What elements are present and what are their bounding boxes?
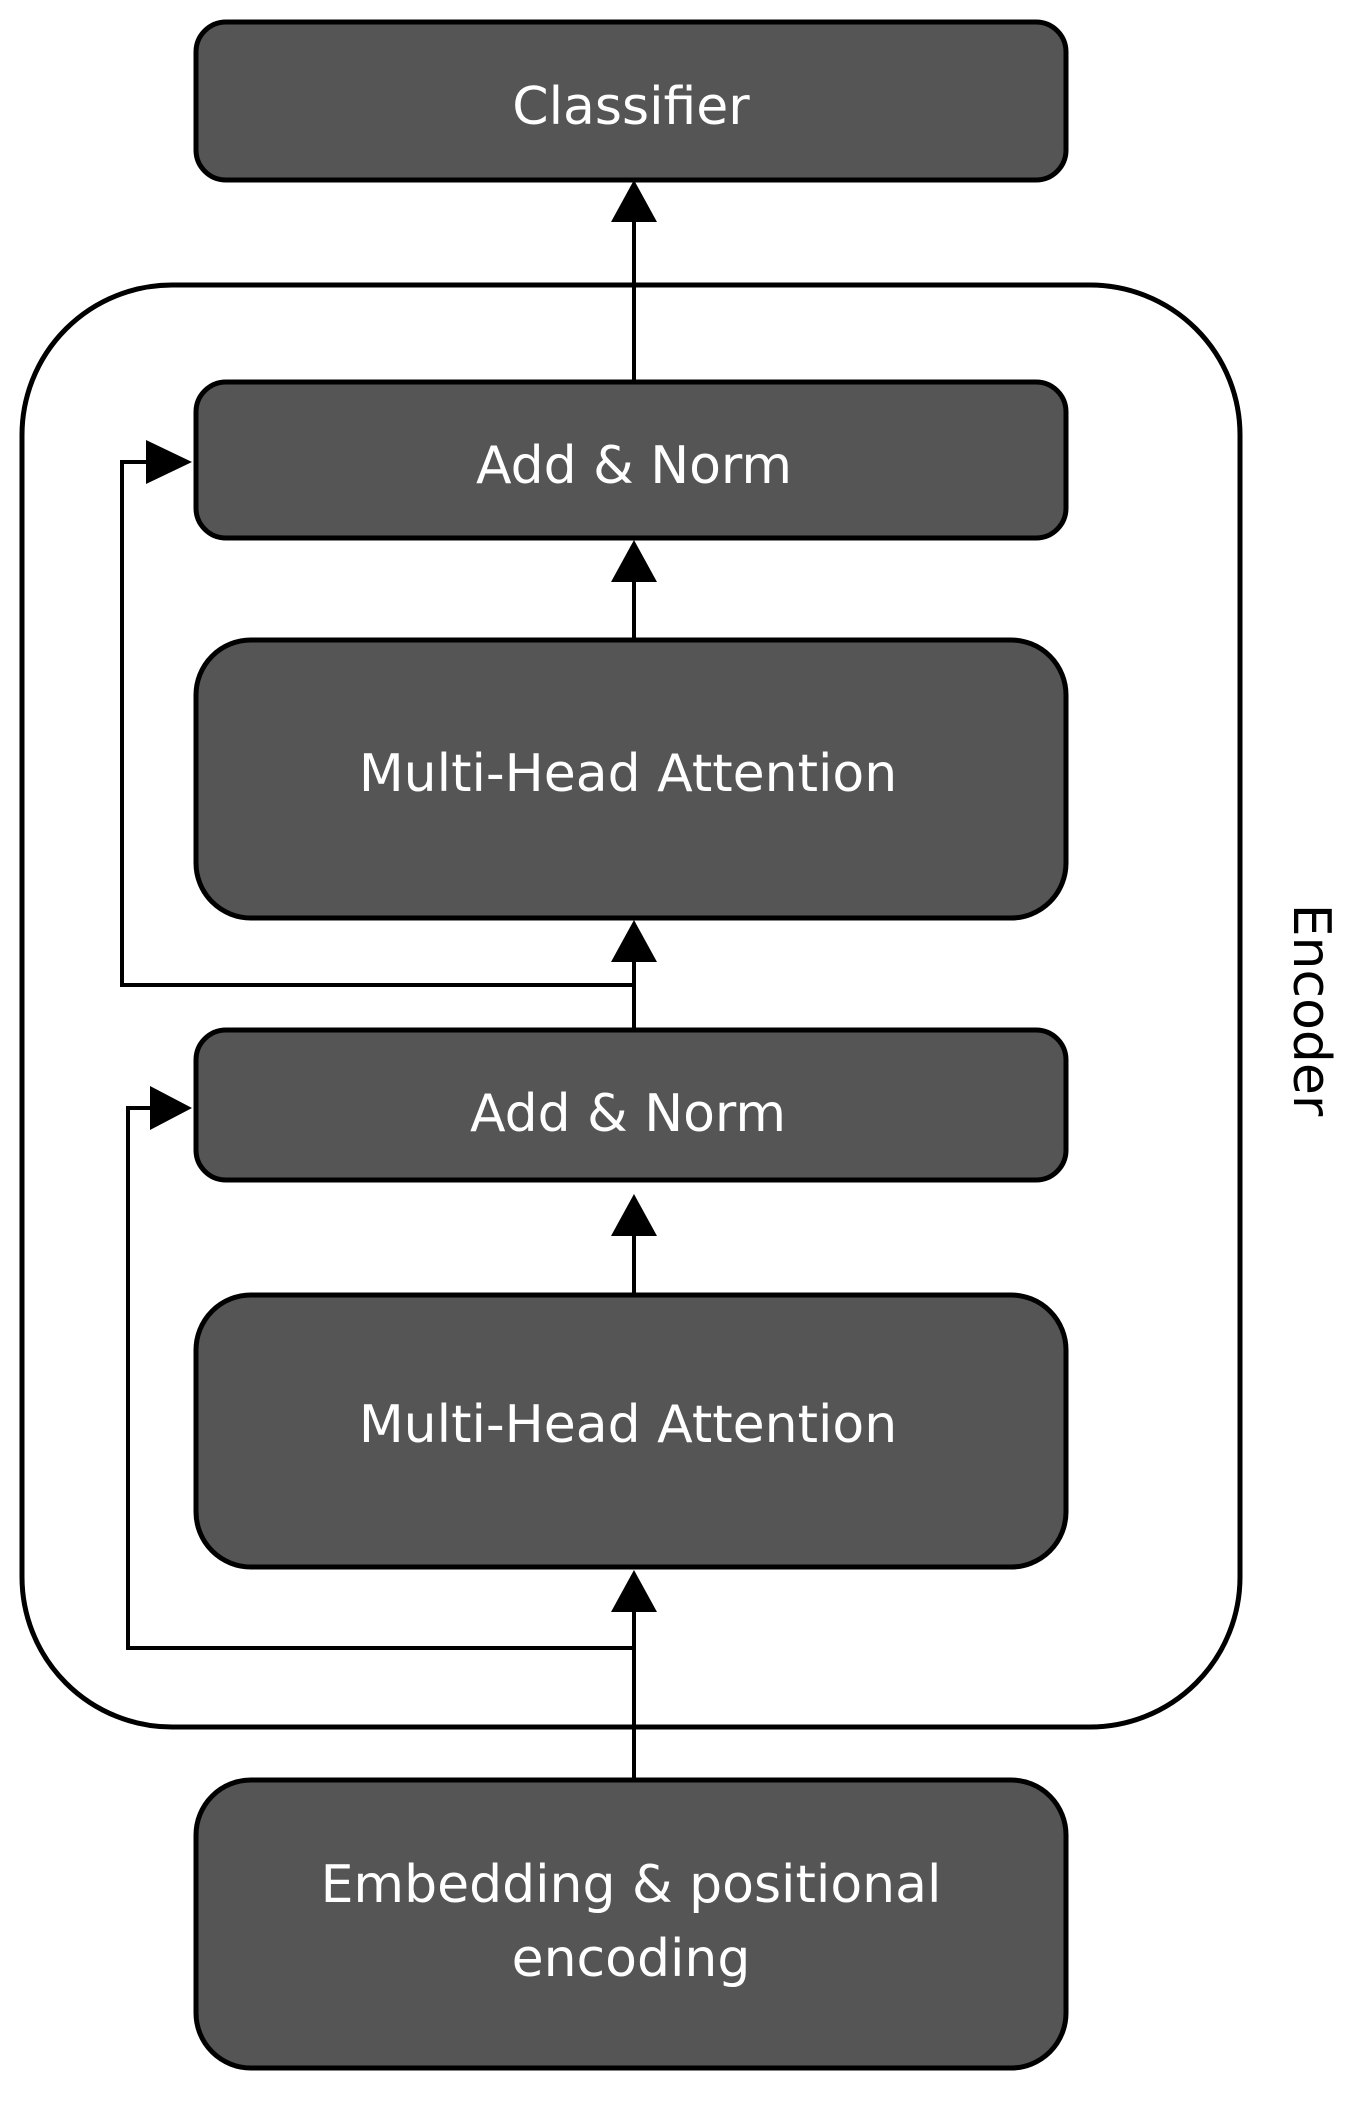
arrowhead-attention-bottom — [611, 1570, 657, 1612]
multi-head-attention-bottom-label: Multi-Head Attention — [359, 1395, 897, 1455]
residual-arrowhead-bottom — [150, 1086, 192, 1130]
multi-head-attention-bottom-block: Multi-Head Attention — [193, 1292, 1069, 1570]
arrowhead-addnorm-top — [611, 540, 657, 582]
residual-connection-top — [120, 460, 634, 987]
multi-head-attention-top-label: Multi-Head Attention — [359, 744, 897, 804]
embedding-label-line1: Embedding & positional — [321, 1855, 942, 1915]
add-norm-bottom-label: Add & Norm — [470, 1084, 786, 1144]
classifier-block: Classifier — [193, 19, 1069, 183]
embedding-positional-encoding-block: Embedding & positional encoding — [193, 1777, 1069, 2071]
residual-connection-bottom — [126, 1106, 634, 1650]
add-norm-top-block: Add & Norm — [193, 379, 1069, 541]
classifier-label: Classifier — [512, 77, 750, 137]
multi-head-attention-top-block: Multi-Head Attention — [193, 637, 1069, 921]
add-norm-top-label: Add & Norm — [476, 436, 792, 496]
residual-arrowhead-top — [146, 440, 192, 484]
arrowhead-addnorm-bottom — [611, 1194, 657, 1236]
arrowhead-attention-top — [611, 920, 657, 962]
embedding-label-line2: encoding — [512, 1929, 751, 1989]
arrowhead-classifier — [611, 180, 657, 222]
encoder-frame — [19, 282, 1243, 1730]
encoder-label: Encoder — [1281, 904, 1341, 1117]
add-norm-bottom-block: Add & Norm — [193, 1027, 1069, 1183]
